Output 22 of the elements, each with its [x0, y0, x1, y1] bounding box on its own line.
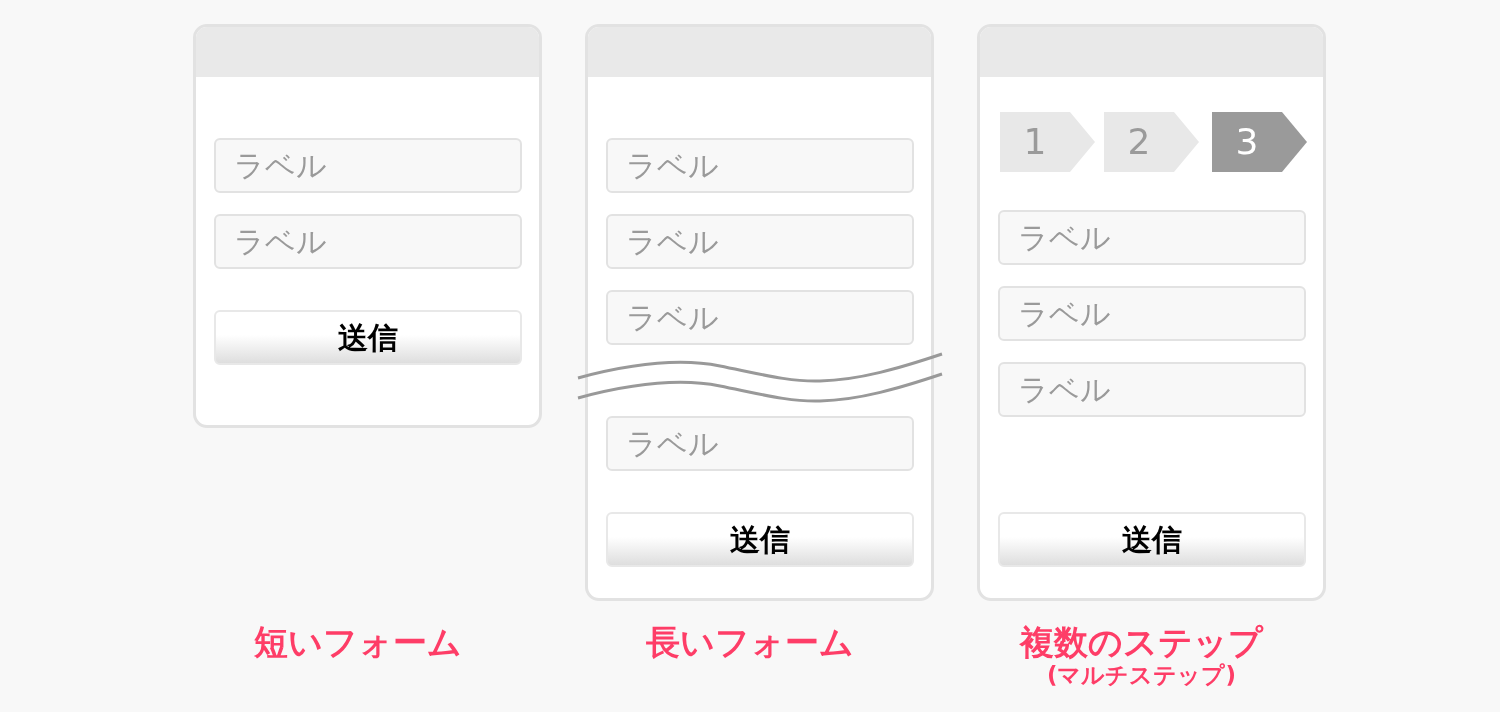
phone-screen-frame — [977, 24, 1326, 601]
phone-screen-frame — [585, 24, 934, 601]
step-indicator: 1 — [1000, 112, 1095, 172]
input-field: ラベル — [214, 138, 522, 193]
submit-button: 送信 — [214, 310, 522, 365]
input-field: ラベル — [998, 210, 1306, 265]
caption-text: 短いフォーム — [253, 622, 462, 662]
caption-text: 長いフォーム — [645, 622, 854, 662]
input-field: ラベル — [606, 214, 914, 269]
input-field: ラベル — [606, 290, 914, 345]
step-indicator: 2 — [1104, 112, 1199, 172]
caption-text: 複数のステップ — [1020, 622, 1263, 662]
input-field: ラベル — [606, 416, 914, 471]
subcaption-text: (マルチステップ) — [1047, 662, 1236, 688]
phone-screen-frame — [193, 24, 542, 428]
input-field: ラベル — [998, 286, 1306, 341]
submit-button: 送信 — [606, 512, 914, 567]
input-field: ラベル — [998, 362, 1306, 417]
input-field: ラベル — [214, 214, 522, 269]
current-step-indicator: 3 — [1212, 112, 1307, 172]
submit-button: 送信 — [998, 512, 1306, 567]
input-field: ラベル — [606, 138, 914, 193]
